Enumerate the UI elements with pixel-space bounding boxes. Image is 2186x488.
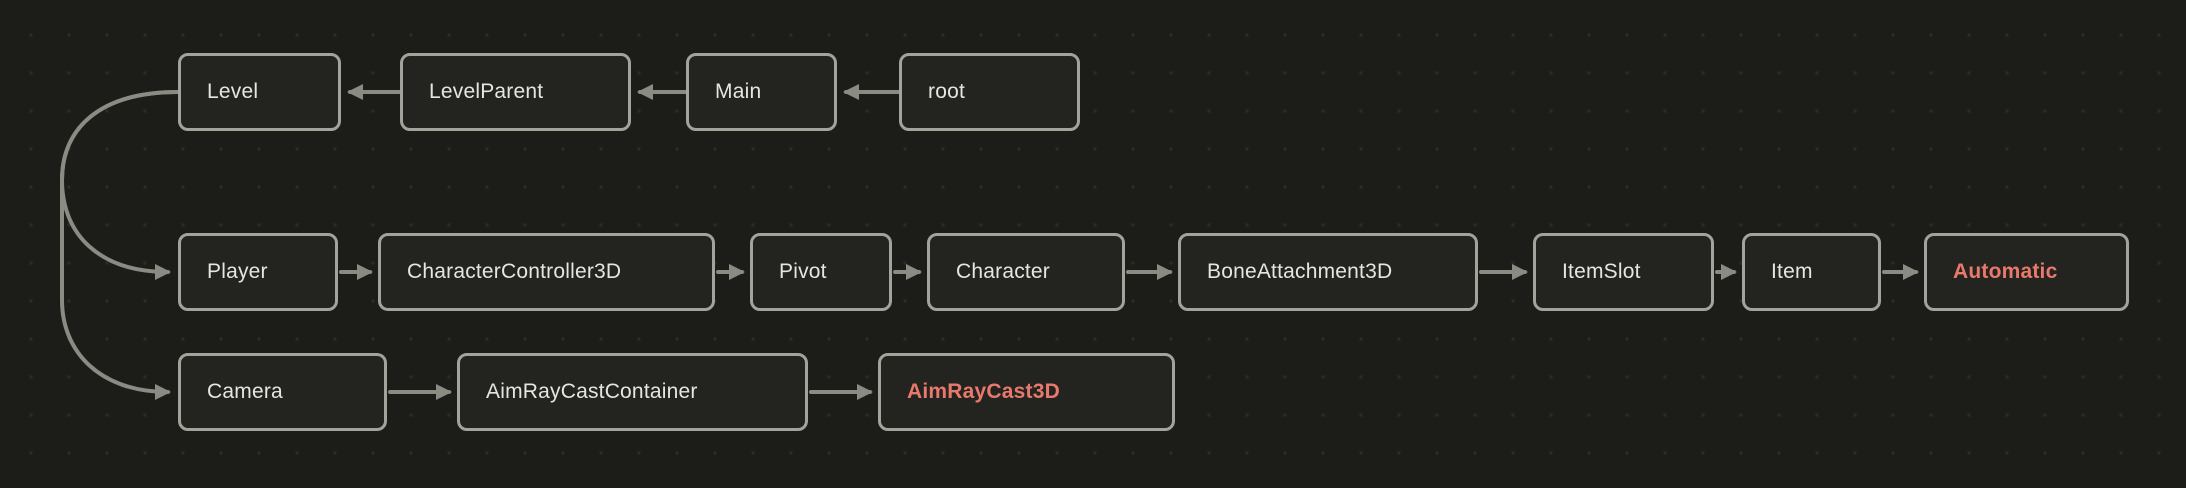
node-itemslot-label: ItemSlot [1562,260,1641,283]
node-pivot-label: Pivot [779,260,827,283]
node-root-label: root [928,80,965,103]
node-aimraycast3d-label: AimRayCast3D [907,380,1060,403]
node-character[interactable]: Character [927,233,1125,311]
node-levelparent[interactable]: LevelParent [400,53,631,131]
node-level-label: Level [207,80,259,103]
node-item[interactable]: Item [1742,233,1881,311]
node-root[interactable]: root [899,53,1080,131]
node-aimraycastcontainer[interactable]: AimRayCastContainer [457,353,808,431]
node-charactercontroller3d[interactable]: CharacterController3D [378,233,715,311]
node-main[interactable]: Main [686,53,837,131]
node-itemslot[interactable]: ItemSlot [1533,233,1714,311]
node-boneattachment3d[interactable]: BoneAttachment3D [1178,233,1478,311]
node-levelparent-label: LevelParent [429,80,544,103]
node-automatic-label: Automatic [1953,260,2058,283]
node-camera[interactable]: Camera [178,353,387,431]
node-aimraycast3d[interactable]: AimRayCast3D [878,353,1175,431]
node-level[interactable]: Level [178,53,341,131]
node-automatic[interactable]: Automatic [1924,233,2129,311]
node-main-label: Main [715,80,762,103]
node-boneattachment3d-label: BoneAttachment3D [1207,260,1393,283]
node-character-label: Character [956,260,1051,283]
node-camera-label: Camera [207,380,283,403]
edge-level-camera [60,90,180,400]
node-charactercontroller3d-label: CharacterController3D [407,260,622,283]
edge-level-player [59,90,180,280]
node-player[interactable]: Player [178,233,338,311]
node-aimraycastcontainer-label: AimRayCastContainer [486,380,698,403]
node-player-label: Player [207,260,268,283]
node-pivot[interactable]: Pivot [750,233,892,311]
node-item-label: Item [1771,260,1813,283]
